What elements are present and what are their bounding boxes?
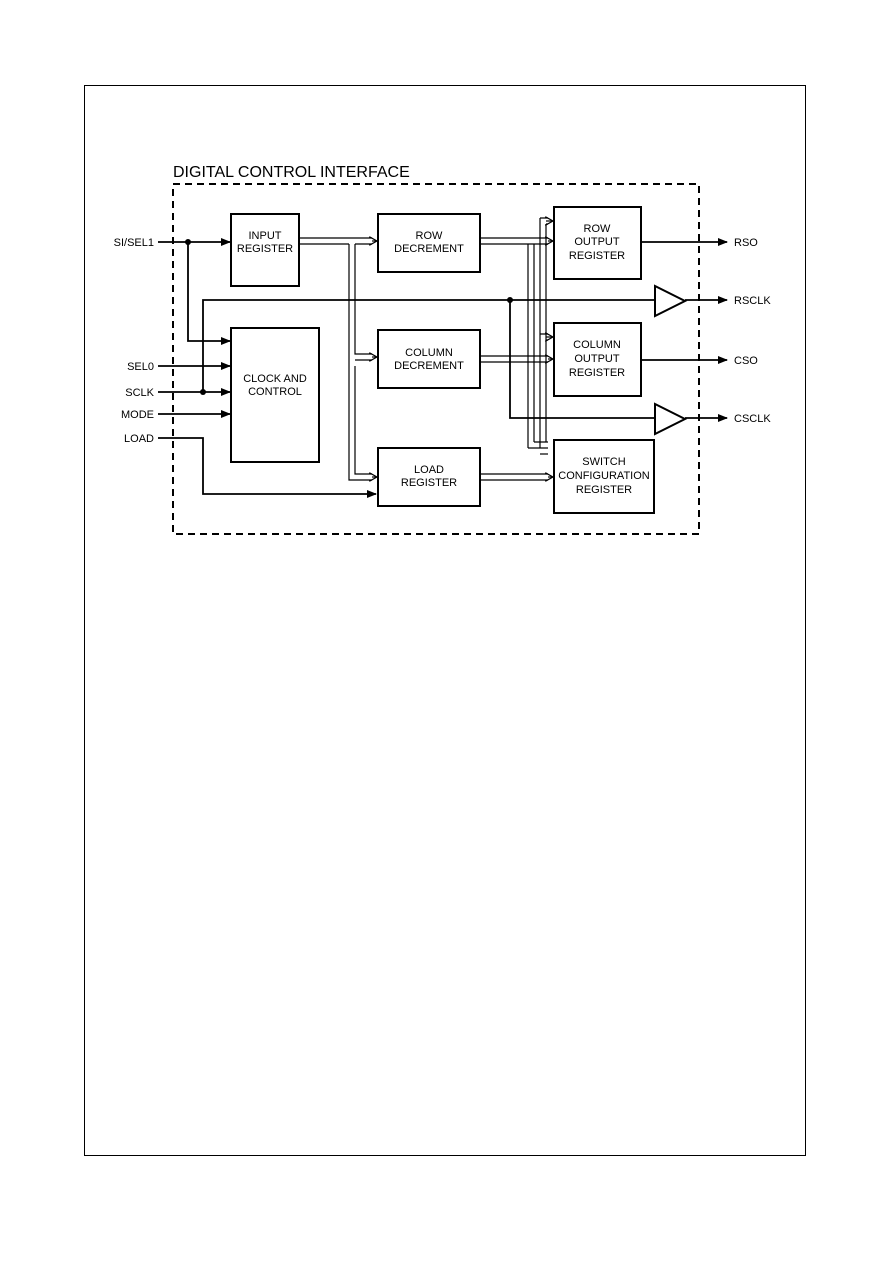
input-label-sel0: SEL0: [127, 361, 154, 373]
interface-boundary: [172, 183, 700, 535]
svg-text:REGISTER: REGISTER: [237, 243, 293, 255]
svg-text:DECREMENT: DECREMENT: [394, 360, 464, 372]
output-label-cso: CSO: [734, 355, 758, 367]
input-label-sclk: SCLK: [125, 387, 154, 399]
svg-text:ROW: ROW: [584, 223, 612, 235]
svg-text:REGISTER: REGISTER: [569, 250, 625, 262]
svg-text:OUTPUT: OUTPUT: [574, 353, 620, 365]
input-label-mode: MODE: [121, 409, 154, 421]
output-label-csclk: CSCLK: [734, 413, 771, 425]
input-label-load: LOAD: [124, 433, 154, 445]
switch-configuration-register-block: SWITCH CONFIGURATION REGISTER: [553, 439, 655, 514]
page-frame: [84, 85, 806, 1156]
svg-text:INPUT: INPUT: [249, 230, 282, 242]
svg-text:REGISTER: REGISTER: [576, 484, 632, 496]
column-decrement-block: COLUMN DECREMENT: [377, 329, 481, 389]
data-buses: [299, 218, 553, 480]
svg-text:SWITCH: SWITCH: [582, 456, 625, 468]
svg-text:CONFIGURATION: CONFIGURATION: [558, 470, 650, 482]
diagram-title: DIGITAL CONTROL INTERFACE: [173, 164, 410, 181]
load-register-block: LOAD REGISTER: [377, 447, 481, 507]
output-label-rso: RSO: [734, 237, 758, 249]
rsclk-buffer-icon: [654, 284, 688, 318]
input-label-si-sel1: SI/SEL1: [114, 237, 154, 249]
svg-text:DECREMENT: DECREMENT: [394, 243, 464, 255]
svg-text:REGISTER: REGISTER: [569, 367, 625, 379]
row-output-register-block: ROW OUTPUT REGISTER: [553, 206, 642, 280]
svg-text:COLUMN: COLUMN: [573, 339, 621, 351]
svg-text:LOAD: LOAD: [414, 464, 444, 476]
output-label-rsclk: RSCLK: [734, 295, 771, 307]
clock-control-block: CLOCK AND CONTROL: [230, 327, 320, 463]
svg-text:CLOCK AND: CLOCK AND: [243, 373, 307, 385]
column-output-register-block: COLUMN OUTPUT REGISTER: [553, 322, 642, 397]
input-register-block: INPUT REGISTER: [230, 213, 300, 287]
control-wires: [158, 238, 728, 498]
svg-text:COLUMN: COLUMN: [405, 347, 453, 359]
row-decrement-block: ROW DECREMENT: [377, 213, 481, 273]
svg-text:OUTPUT: OUTPUT: [574, 236, 620, 248]
svg-text:ROW: ROW: [416, 230, 444, 242]
svg-text:CONTROL: CONTROL: [248, 386, 302, 398]
csclk-buffer-icon: [654, 402, 688, 436]
svg-text:REGISTER: REGISTER: [401, 477, 457, 489]
